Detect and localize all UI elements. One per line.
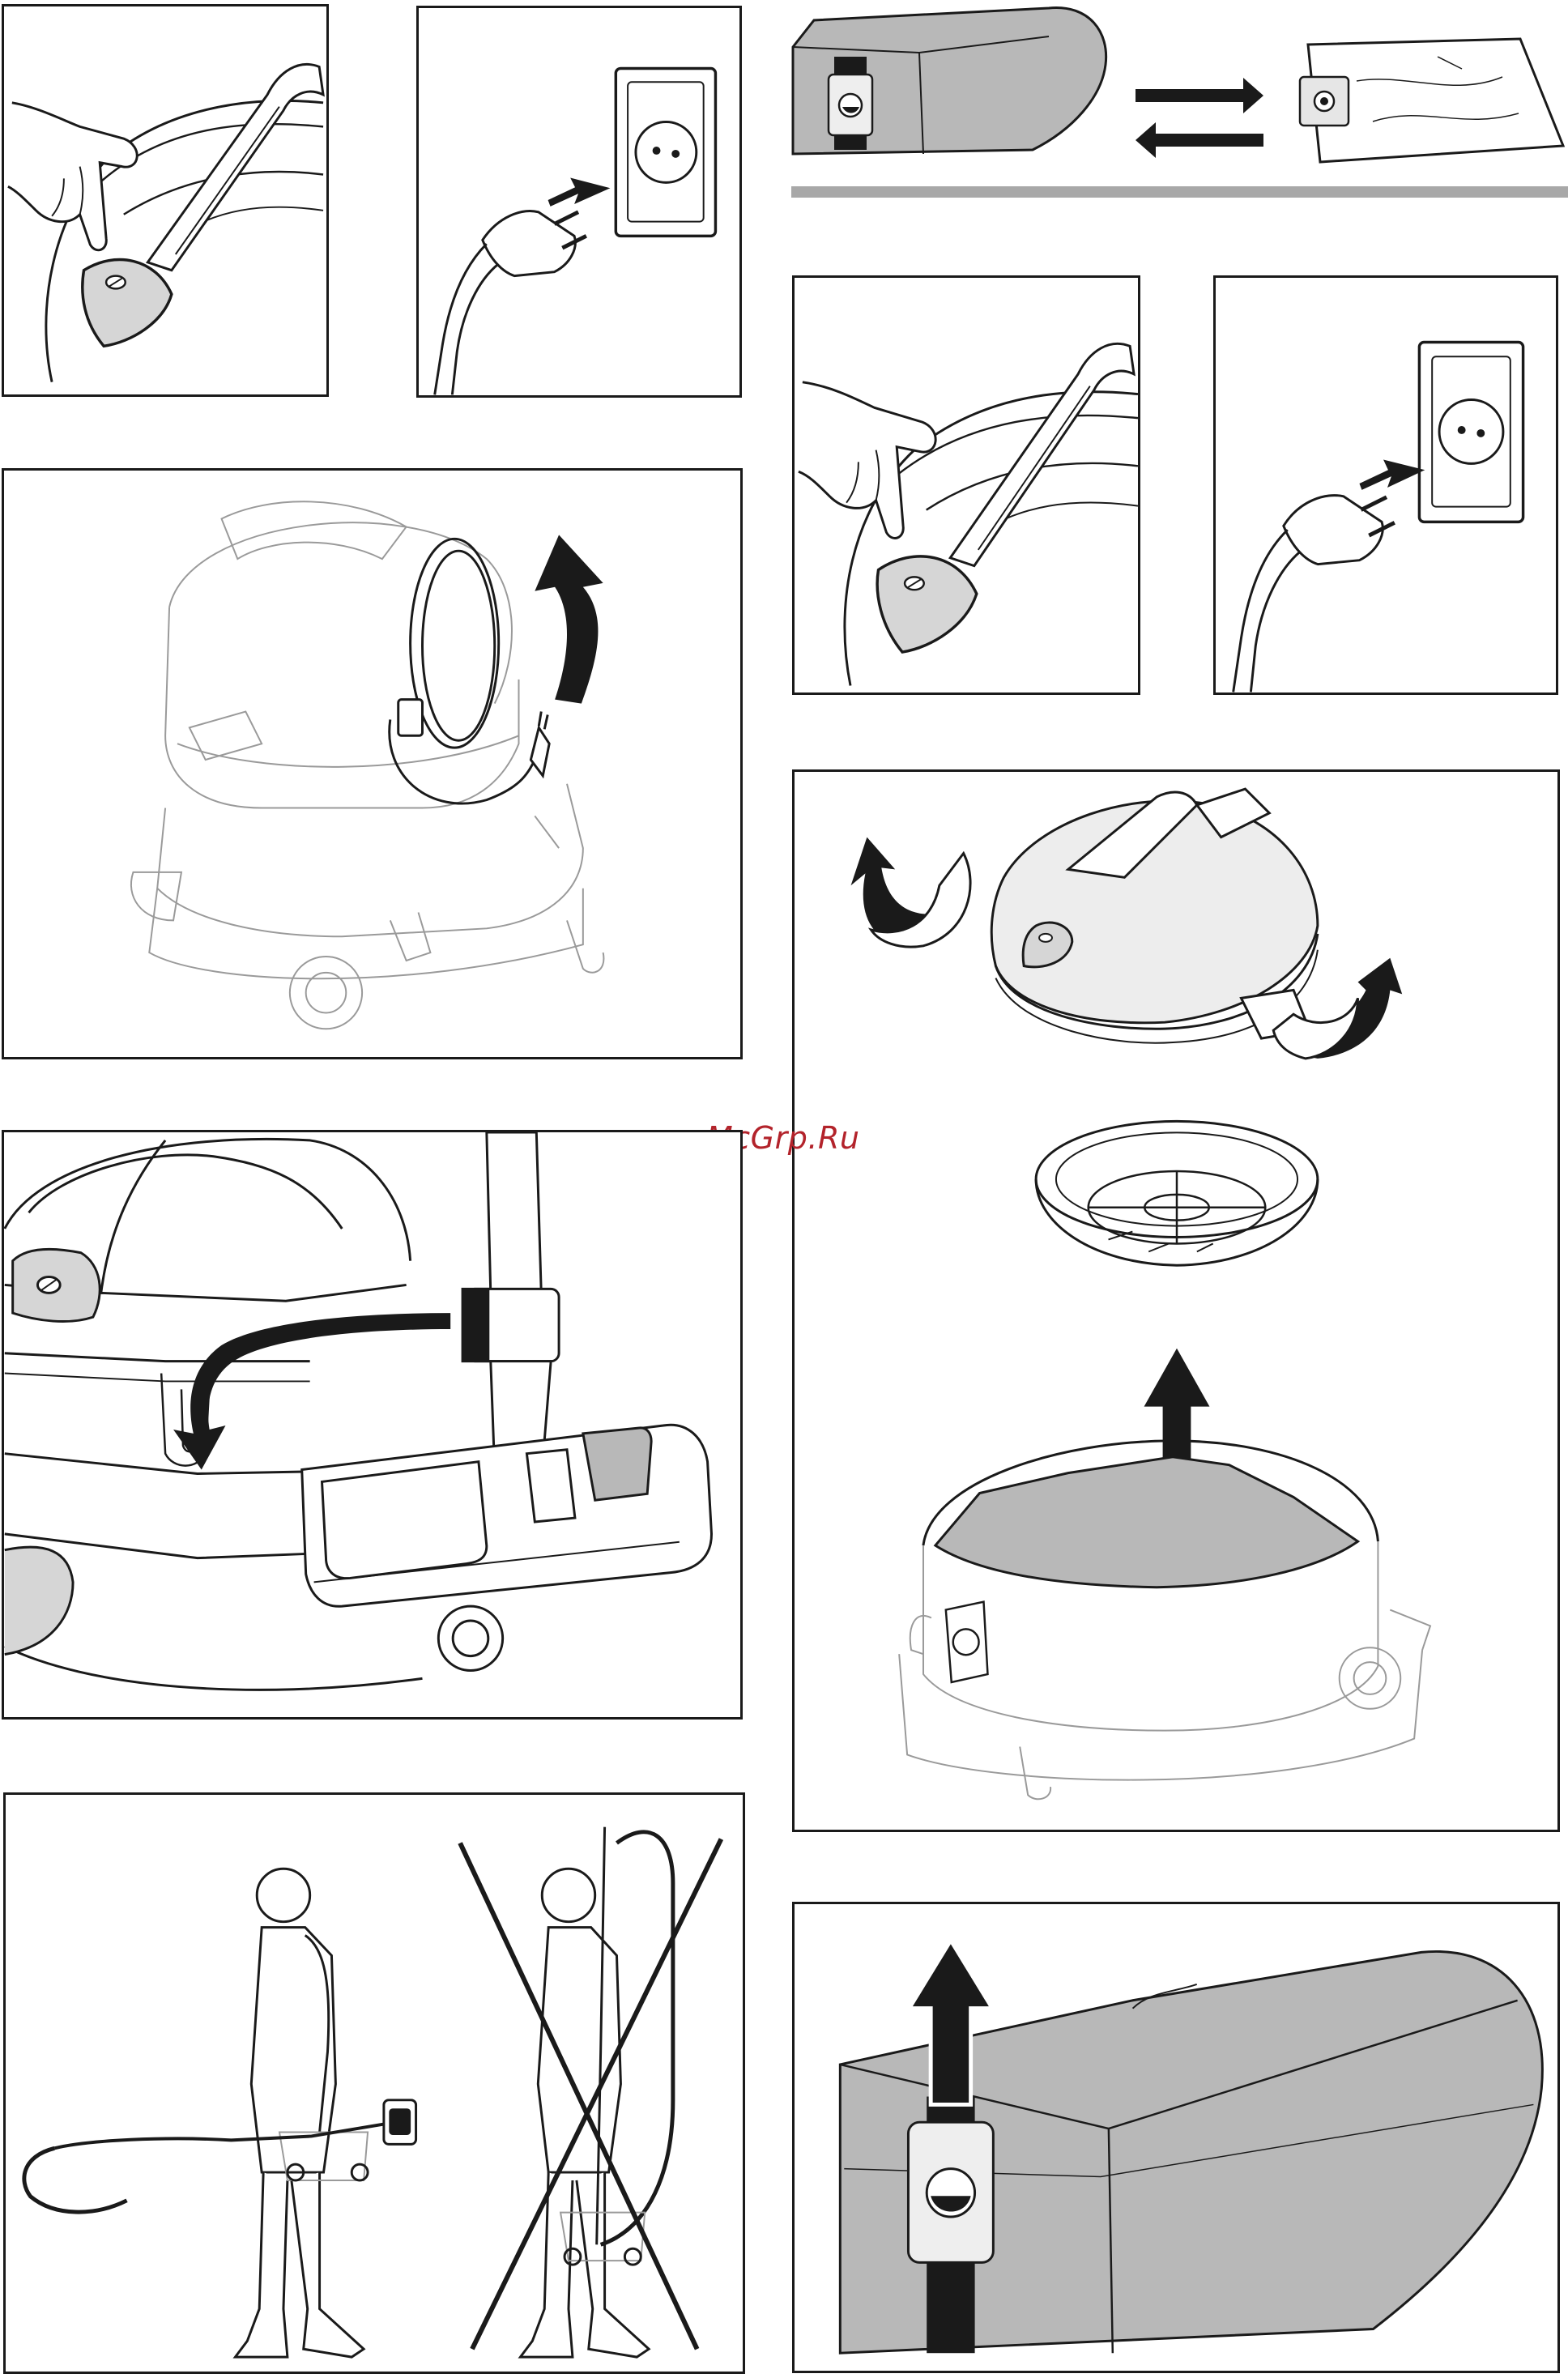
vacuum-lid-icon (991, 789, 1318, 1043)
curved-arrow-icon (173, 1313, 450, 1469)
rotate-arrow-icon (851, 837, 971, 947)
figure-accessory-tray (2, 1130, 743, 1720)
vacuum-top-icon (795, 278, 1138, 693)
replacement-bag-icon (1300, 39, 1563, 162)
swap-arrows-icon (1136, 78, 1263, 158)
vacuum-top-icon (4, 6, 326, 394)
figure-bag-swap (790, 0, 1568, 211)
section-divider (791, 186, 1568, 198)
figure-press-release-button (2, 4, 329, 397)
vacuum-carried-icon (24, 2100, 416, 2212)
figure-remove-lid (792, 769, 1560, 1832)
power-plug-icon (435, 211, 586, 395)
arrow-icon (548, 177, 611, 206)
curved-arrow-icon (535, 535, 603, 703)
release-button-icon (877, 556, 977, 652)
vacuum-body-icon (5, 1139, 503, 1690)
figure-pull-bag-tab (792, 1902, 1560, 2373)
release-button-icon (83, 260, 172, 347)
person-icon (235, 1869, 364, 2357)
accessory-tray-icon (302, 1425, 712, 1606)
figure-carrying-correct-incorrect (3, 1792, 745, 2374)
figure-cord-storage (2, 468, 743, 1059)
figure-unplug-left (416, 6, 742, 398)
dust-bag-icon (793, 8, 1106, 154)
wall-socket-icon (616, 68, 715, 236)
figure-press-release-button-2 (792, 275, 1140, 695)
arrow-icon (1359, 459, 1425, 489)
tank-icon (899, 1441, 1430, 1799)
power-plug-icon (1234, 496, 1395, 693)
wall-socket-icon (1419, 343, 1523, 522)
power-cord-icon (390, 539, 549, 803)
figure-unplug-right (1213, 275, 1558, 695)
hand-icon (8, 103, 137, 250)
filter-basket-icon (1036, 1121, 1318, 1265)
